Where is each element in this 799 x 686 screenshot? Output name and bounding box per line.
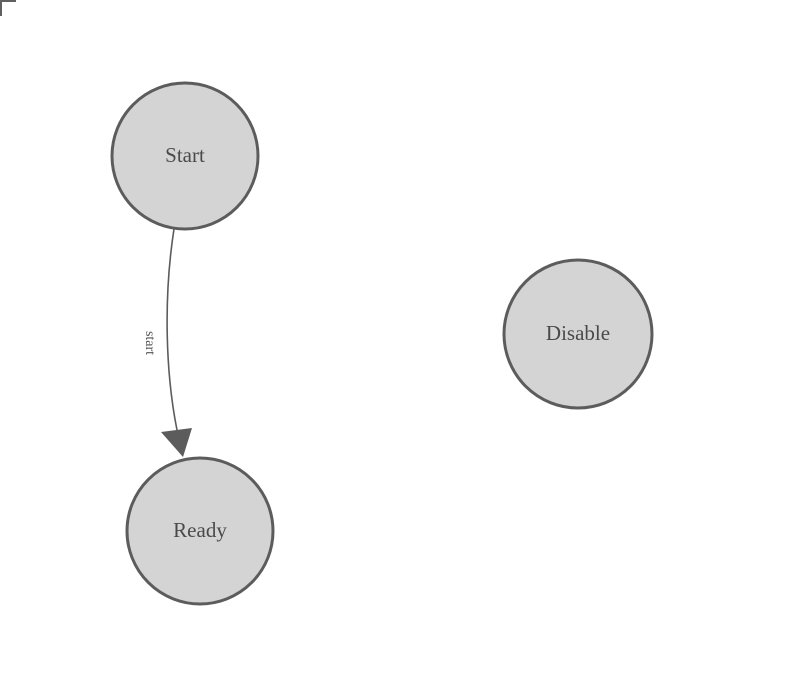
edge-label: start [142,331,157,355]
edge-arrowhead-icon [161,428,192,457]
canvas-corner-mark [0,0,16,16]
edge-path[interactable] [166,228,178,431]
state-node-disable-circle[interactable] [502,258,654,410]
state-node-disable[interactable]: Disable [502,258,654,410]
state-node-ready[interactable]: Ready [125,456,275,606]
state-node-start-circle[interactable] [110,81,260,231]
edge-start-to-ready[interactable]: start [142,228,192,457]
state-node-start[interactable]: Start [110,81,260,231]
state-node-ready-circle[interactable] [125,456,275,606]
